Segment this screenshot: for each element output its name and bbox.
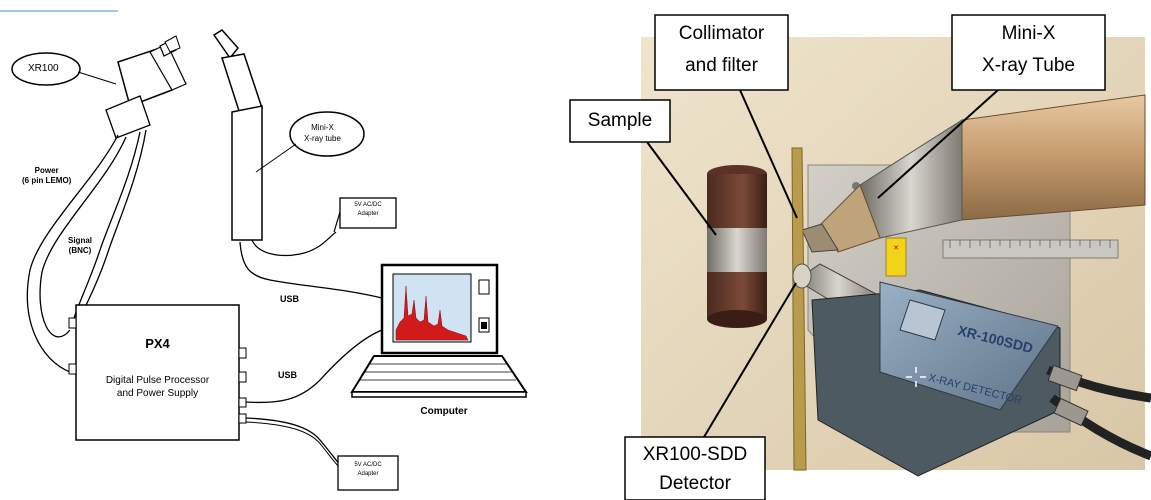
- adapter-bottom-label: 5V AC/DC Adapter: [340, 461, 396, 479]
- sample-callout: [569, 99, 671, 143]
- signal-label-line1: Signal: [68, 236, 93, 245]
- sample-label: Sample: [587, 110, 653, 131]
- minix-callout: [289, 111, 365, 157]
- xr100-label: XR100: [28, 63, 59, 74]
- computer-label: Computer: [420, 406, 468, 417]
- px4-title: PX4: [145, 336, 170, 351]
- collimator-label-line1: Collimator: [678, 23, 765, 44]
- detector-label-line2: Detector: [659, 473, 731, 494]
- detector-callout: [624, 436, 766, 500]
- adapter-top-label: 5V AC/DC Adapter: [343, 201, 393, 219]
- collimator-strip: [791, 147, 807, 471]
- minix-tube-label-line2: X-ray tube: [304, 134, 341, 143]
- svg-text:✕: ✕: [893, 244, 899, 252]
- adapter-bottom: [337, 455, 399, 491]
- xr100-callout: [11, 52, 81, 86]
- adapter-bottom-label-line1: 5V AC/DC: [354, 462, 382, 468]
- adapter-top-label-line1: 5V AC/DC: [354, 202, 382, 208]
- adapter-top: [339, 197, 397, 229]
- minix-label: Mini-X X-ray Tube: [952, 18, 1105, 82]
- usb-upper-label: USB: [280, 294, 300, 304]
- collimator-label: Collimator and filter: [655, 18, 788, 82]
- crosshair-icon: [906, 367, 926, 387]
- detector-label-line1: XR100-SDD: [642, 444, 748, 465]
- power-label: Power (6 pin LEMO): [22, 166, 71, 186]
- ruler: [942, 239, 1119, 259]
- collimator-callout: [654, 14, 789, 91]
- minix-callout-box: [951, 14, 1106, 91]
- detector-label: XR100-SDD Detector: [625, 440, 765, 498]
- minix-tube: [231, 105, 263, 241]
- minix-tube-label-line1: Mini-X: [311, 123, 334, 132]
- minix-label-line1: Mini-X: [1001, 23, 1056, 44]
- spectrum-plot: [395, 285, 469, 341]
- px4-description-line1: Digital Pulse Processor: [105, 375, 210, 386]
- usb-lower-label: USB: [278, 370, 298, 380]
- power-label-line1: Power: [34, 166, 59, 175]
- signal-label: Signal (BNC): [68, 236, 92, 256]
- adapter-top-label-line2: Adapter: [357, 211, 379, 217]
- minix-label-line2: X-ray Tube: [982, 55, 1075, 76]
- adapter-bottom-label-line2: Adapter: [357, 471, 379, 477]
- px4-box: [75, 304, 240, 441]
- minix-tube-label: Mini-X X-ray tube: [304, 122, 341, 144]
- minix-tube-tip: [212, 29, 239, 60]
- px4-description: Digital Pulse Processor and Power Supply: [76, 374, 239, 400]
- power-label-line2: (6 pin LEMO): [22, 176, 72, 185]
- signal-label-line2: (BNC): [68, 246, 92, 255]
- px4-description-line2: and Power Supply: [116, 388, 199, 399]
- collimator-label-line2: and filter: [685, 55, 758, 76]
